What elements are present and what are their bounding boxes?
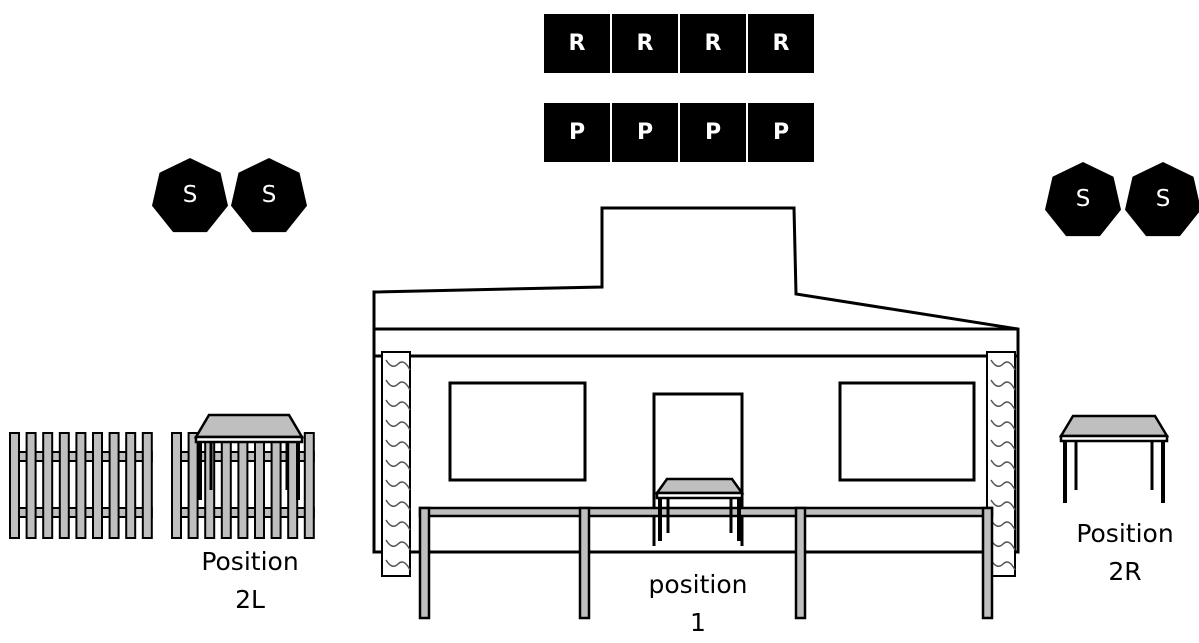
s-token-label: S (1075, 186, 1091, 212)
hatch-stroke (990, 419, 1016, 431)
hatch-stroke (990, 439, 1016, 451)
position-2r-label: Position 2R (1055, 515, 1195, 591)
p-token: P (544, 103, 610, 162)
table-position-2r (1058, 414, 1170, 503)
s-token-heptagon (231, 158, 307, 233)
fence-picket (92, 432, 103, 539)
r-token: R (544, 14, 610, 73)
r-token: R (612, 14, 678, 73)
fence-picket (42, 432, 54, 539)
position-1-line2: 1 (690, 608, 706, 637)
hatch-stroke (990, 399, 1016, 411)
window-left (448, 381, 587, 482)
porch-railing (418, 506, 994, 620)
doorway (652, 392, 744, 546)
hatch-stroke (385, 479, 411, 491)
hatch-stroke (990, 499, 1016, 511)
position-2r-line1: Position (1076, 519, 1174, 548)
hatch-stroke (385, 379, 411, 391)
s-token-heptagon (152, 158, 228, 233)
r-token: R (680, 14, 746, 73)
fence-picket (108, 432, 120, 539)
hatch-stroke (385, 359, 411, 371)
table-position-1 (654, 477, 745, 541)
hatch-stroke (990, 559, 1016, 571)
hatch-stroke (385, 499, 411, 511)
fence-right (171, 432, 315, 539)
hatch-stroke (990, 479, 1016, 491)
fence-picket (254, 432, 265, 539)
hatch-stroke (385, 519, 411, 531)
fence-picket (187, 432, 199, 539)
hatch-stroke (385, 539, 411, 551)
p-token: P (748, 103, 814, 162)
fence-picket (270, 432, 282, 539)
hatch-stroke (385, 459, 411, 471)
p-token: P (612, 103, 678, 162)
r-token: R (748, 14, 814, 73)
fence-left (9, 432, 153, 539)
hatch-stroke (385, 419, 411, 431)
fence-picket (303, 432, 315, 539)
building-roof (372, 206, 1020, 358)
position-1-line1: position (648, 570, 748, 599)
s-token-heptagon (1125, 162, 1199, 237)
building (372, 206, 1020, 554)
hatch-stroke (990, 459, 1016, 471)
fence-picket (287, 432, 299, 539)
s-token-label: S (182, 182, 198, 208)
fence-picket (141, 432, 153, 539)
fence-picket (220, 432, 232, 539)
hatch-stroke (990, 359, 1016, 371)
s-tokens (152, 158, 1199, 237)
fence-picket (58, 432, 70, 539)
hatch-stroke (385, 559, 411, 571)
fence-picket (171, 432, 182, 539)
table-position-2l (193, 413, 305, 500)
hatch-stroke (990, 379, 1016, 391)
hatch-stroke (990, 539, 1016, 551)
fence-picket (75, 432, 87, 539)
fence-picket (125, 432, 137, 539)
position-2l-line2: 2L (235, 585, 265, 614)
position-1-label: position 1 (624, 566, 772, 642)
s-token-label: S (261, 182, 277, 208)
hatch-stroke (385, 399, 411, 411)
fence-picket (9, 432, 20, 539)
p-token: P (680, 103, 746, 162)
fence-picket (25, 432, 37, 539)
hatch-stroke (385, 439, 411, 451)
position-2r-line2: 2R (1108, 557, 1142, 586)
position-2l-label: Position 2L (180, 543, 320, 619)
pillars (381, 351, 1016, 577)
window-right (838, 381, 976, 482)
s-token-heptagon (1045, 162, 1121, 237)
pillar-hatching (385, 359, 1016, 571)
s-token-label: S (1155, 186, 1171, 212)
hatch-stroke (990, 519, 1016, 531)
fence-picket (237, 432, 249, 539)
position-2l-line1: Position (201, 547, 299, 576)
